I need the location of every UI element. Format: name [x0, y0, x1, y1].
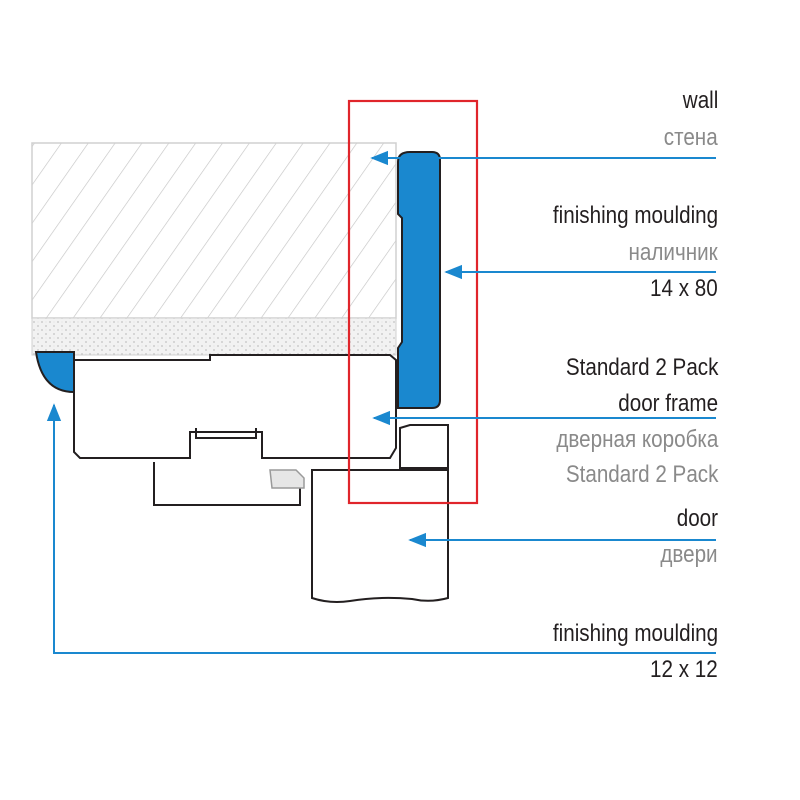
- door-label-ru: двери: [660, 541, 718, 568]
- door-frame-extension: [153, 462, 301, 506]
- door-seal: [269, 469, 305, 489]
- finishing-moulding-small-label: finishing moulding: [552, 620, 718, 647]
- wall-section: [31, 142, 397, 356]
- wall-label: wall: [682, 87, 718, 114]
- door-frame-label-ru-line1: дверная коробка: [555, 426, 718, 453]
- finishing-moulding-small-size: 12 x 12: [650, 656, 718, 683]
- door-stop-profile: [399, 424, 449, 469]
- finishing-moulding-large-label-ru: наличник: [628, 239, 718, 266]
- door-frame-highlight-box: [347, 99, 479, 505]
- leader-lines: [46, 150, 716, 654]
- finishing-moulding-small-leader: [46, 403, 716, 654]
- door-frame-label-ru-line2: Standard 2 Pack: [565, 461, 718, 488]
- door-label: door: [676, 505, 718, 532]
- wall-label-ru: стена: [664, 124, 718, 151]
- door-frame-tongue: [195, 428, 257, 439]
- finishing-moulding-small-profile: [34, 351, 75, 394]
- finishing-moulding-large-profile: [397, 151, 441, 409]
- finishing-moulding-large-size: 14 x 80: [650, 275, 718, 302]
- door-frame-label-line2: door frame: [618, 390, 718, 417]
- door-frame-label-line1: Standard 2 Pack: [565, 354, 718, 381]
- door-leaf-profile: [311, 469, 449, 603]
- finishing-moulding-large-label: finishing moulding: [552, 202, 718, 229]
- door-frame-profile: [73, 354, 397, 459]
